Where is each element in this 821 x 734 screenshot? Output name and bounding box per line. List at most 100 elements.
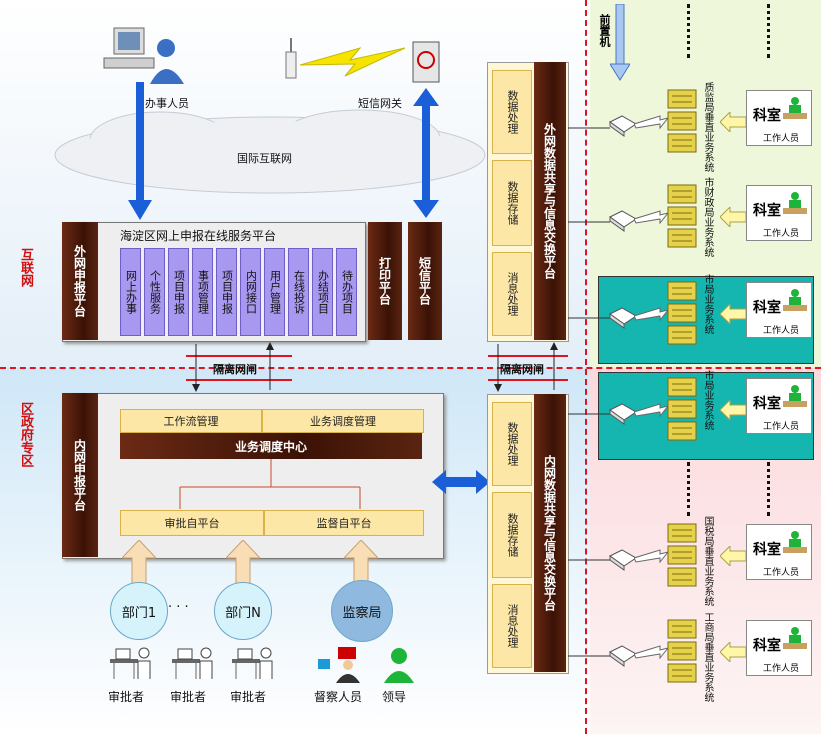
dispatch-mgmt-label: 业务调度管理 <box>310 415 376 428</box>
inner-message-process[interactable]: 消息处理 <box>492 584 532 668</box>
supervision-bureau-circle[interactable]: 监察局 <box>331 580 393 642</box>
workflow-mgmt[interactable]: 工作流管理 <box>120 409 262 433</box>
worker-icon <box>783 192 807 214</box>
outer-data-process-label: 数据处理 <box>506 90 519 134</box>
outer-exchange-label: 外网数据共享与信息交换平台 <box>542 123 557 279</box>
office-room-3[interactable]: 科室 工作人员 <box>746 378 812 434</box>
dots-col-1 <box>687 4 690 58</box>
isolation-gap-right-line-bottom <box>488 379 568 381</box>
sms-gateway-label: 短信网关 <box>358 97 402 110</box>
staff-label: 工作人员 <box>763 664 800 674</box>
outer-data-storage[interactable]: 数据存储 <box>492 160 532 246</box>
module-3-label: 事项管理 <box>196 270 210 314</box>
dots-col-4 <box>767 462 770 516</box>
deptN-label: 部门N <box>225 605 261 621</box>
module-5[interactable]: 内网接口 <box>240 248 261 336</box>
module-5-label: 内网接口 <box>244 270 258 314</box>
db-stack-icon <box>667 619 697 683</box>
office-room-4[interactable]: 科室 工作人员 <box>746 524 812 580</box>
dept-dots: · · · <box>168 600 189 615</box>
sms-platform[interactable]: 短信平台 <box>408 222 442 340</box>
outer-message-process[interactable]: 消息处理 <box>492 252 532 336</box>
system-name-label: 市局业务系统 <box>702 274 713 334</box>
module-6[interactable]: 用户管理 <box>264 248 285 336</box>
lightning-icon <box>300 47 406 77</box>
approver2-icon <box>172 647 213 679</box>
inspector-label: 督察人员 <box>314 690 363 704</box>
module-2[interactable]: 项目申报 <box>168 248 189 336</box>
worker-icon <box>783 385 807 407</box>
dispatch-center[interactable]: 业务调度中心 <box>120 433 422 459</box>
supervision-subplatform[interactable]: 监督自平台 <box>264 510 424 536</box>
link-arrow-icon <box>634 307 668 322</box>
sms-platform-label: 短信平台 <box>417 257 432 305</box>
isolation-gap-right-label: 隔离网闸 <box>500 363 544 376</box>
module-3[interactable]: 事项管理 <box>192 248 213 336</box>
office-staff-down-arrow <box>128 82 152 220</box>
office-room-5[interactable]: 科室 工作人员 <box>746 620 812 676</box>
system-name-label: 市局业务系统 <box>702 370 713 430</box>
dispatch-mgmt[interactable]: 业务调度管理 <box>262 409 424 433</box>
yellow-left-arrow <box>720 642 746 662</box>
inspector-icon <box>318 647 360 683</box>
approver3-label: 审批者 <box>230 690 267 704</box>
module-0[interactable]: 网上办事 <box>120 248 141 336</box>
room-label: 科室 <box>753 300 781 316</box>
approval-label: 审批自平台 <box>164 517 220 530</box>
outer-data-storage-label: 数据存储 <box>506 181 519 225</box>
link-arrow-icon <box>634 115 668 130</box>
front-machine-arrow <box>610 4 630 81</box>
deptN-circle[interactable]: 部门N <box>214 582 272 640</box>
dispatch-center-label: 业务调度中心 <box>234 439 307 454</box>
yellow-left-arrow <box>720 112 746 132</box>
room-label: 科室 <box>753 542 781 558</box>
dispatch-tree-lines <box>179 459 361 509</box>
dept1-circle[interactable]: 部门1 <box>110 582 168 640</box>
module-0-label: 网上办事 <box>124 270 138 314</box>
room-label: 科室 <box>753 203 781 219</box>
link-arrow-icon <box>634 549 668 564</box>
yellow-left-arrow <box>720 546 746 566</box>
room-label: 科室 <box>753 396 781 412</box>
module-4[interactable]: 项目申报 <box>216 248 237 336</box>
db-stack-icon <box>667 89 697 153</box>
deptN-up-arrow <box>226 540 260 584</box>
db-stack-icon <box>667 377 697 441</box>
outer-platform-title: 海淀区网上申报在线服务平台 <box>120 229 277 243</box>
outer-platform-side-label: 外网申报平台 <box>72 245 87 317</box>
inner-platform-side-label: 内网申报平台 <box>72 439 87 511</box>
workflow-mgmt-label: 工作流管理 <box>163 415 219 428</box>
module-7[interactable]: 在线投诉 <box>288 248 309 336</box>
vertical-divider <box>585 0 587 734</box>
system-connectors <box>568 127 610 657</box>
system-name-5: 工商局垂直业务系统 <box>702 612 713 702</box>
government-zone-label: 区政府专区 <box>18 402 33 467</box>
isolation-right-arrows <box>494 342 558 392</box>
computer-user-icon <box>103 27 184 84</box>
module-1[interactable]: 个性服务 <box>144 248 165 336</box>
system-name-label: 工商局垂直业务系统 <box>702 612 713 702</box>
office-room-0[interactable]: 科室 工作人员 <box>746 90 812 146</box>
outer-platform-side: 外网申报平台 <box>62 222 98 340</box>
inner-message-process-label: 消息处理 <box>506 604 519 648</box>
approver2-label: 审批者 <box>170 690 207 704</box>
isolation-gap-left-line-top <box>186 355 292 357</box>
dots-col-2 <box>767 4 770 58</box>
print-platform[interactable]: 打印平台 <box>368 222 402 340</box>
approval-subplatform[interactable]: 审批自平台 <box>120 510 264 536</box>
international-internet-label: 国际互联网 <box>237 152 292 165</box>
module-8[interactable]: 办结项目 <box>312 248 333 336</box>
supervision-bureau-label: 监察局 <box>342 605 382 621</box>
office-room-2[interactable]: 科室 工作人员 <box>746 282 812 338</box>
outer-data-process[interactable]: 数据处理 <box>492 70 532 154</box>
inner-data-storage[interactable]: 数据存储 <box>492 492 532 578</box>
isolation-gap-left-line-bottom <box>186 379 292 381</box>
outer-message-process-label: 消息处理 <box>506 272 519 316</box>
inner-data-storage-label: 数据存储 <box>506 513 519 557</box>
link-arrow-icon <box>634 403 668 418</box>
inner-data-process[interactable]: 数据处理 <box>492 402 532 486</box>
office-room-1[interactable]: 科室 工作人员 <box>746 185 812 241</box>
module-9[interactable]: 待办项目 <box>336 248 357 336</box>
staff-label: 工作人员 <box>763 422 800 432</box>
module-7-label: 在线投诉 <box>292 270 306 314</box>
